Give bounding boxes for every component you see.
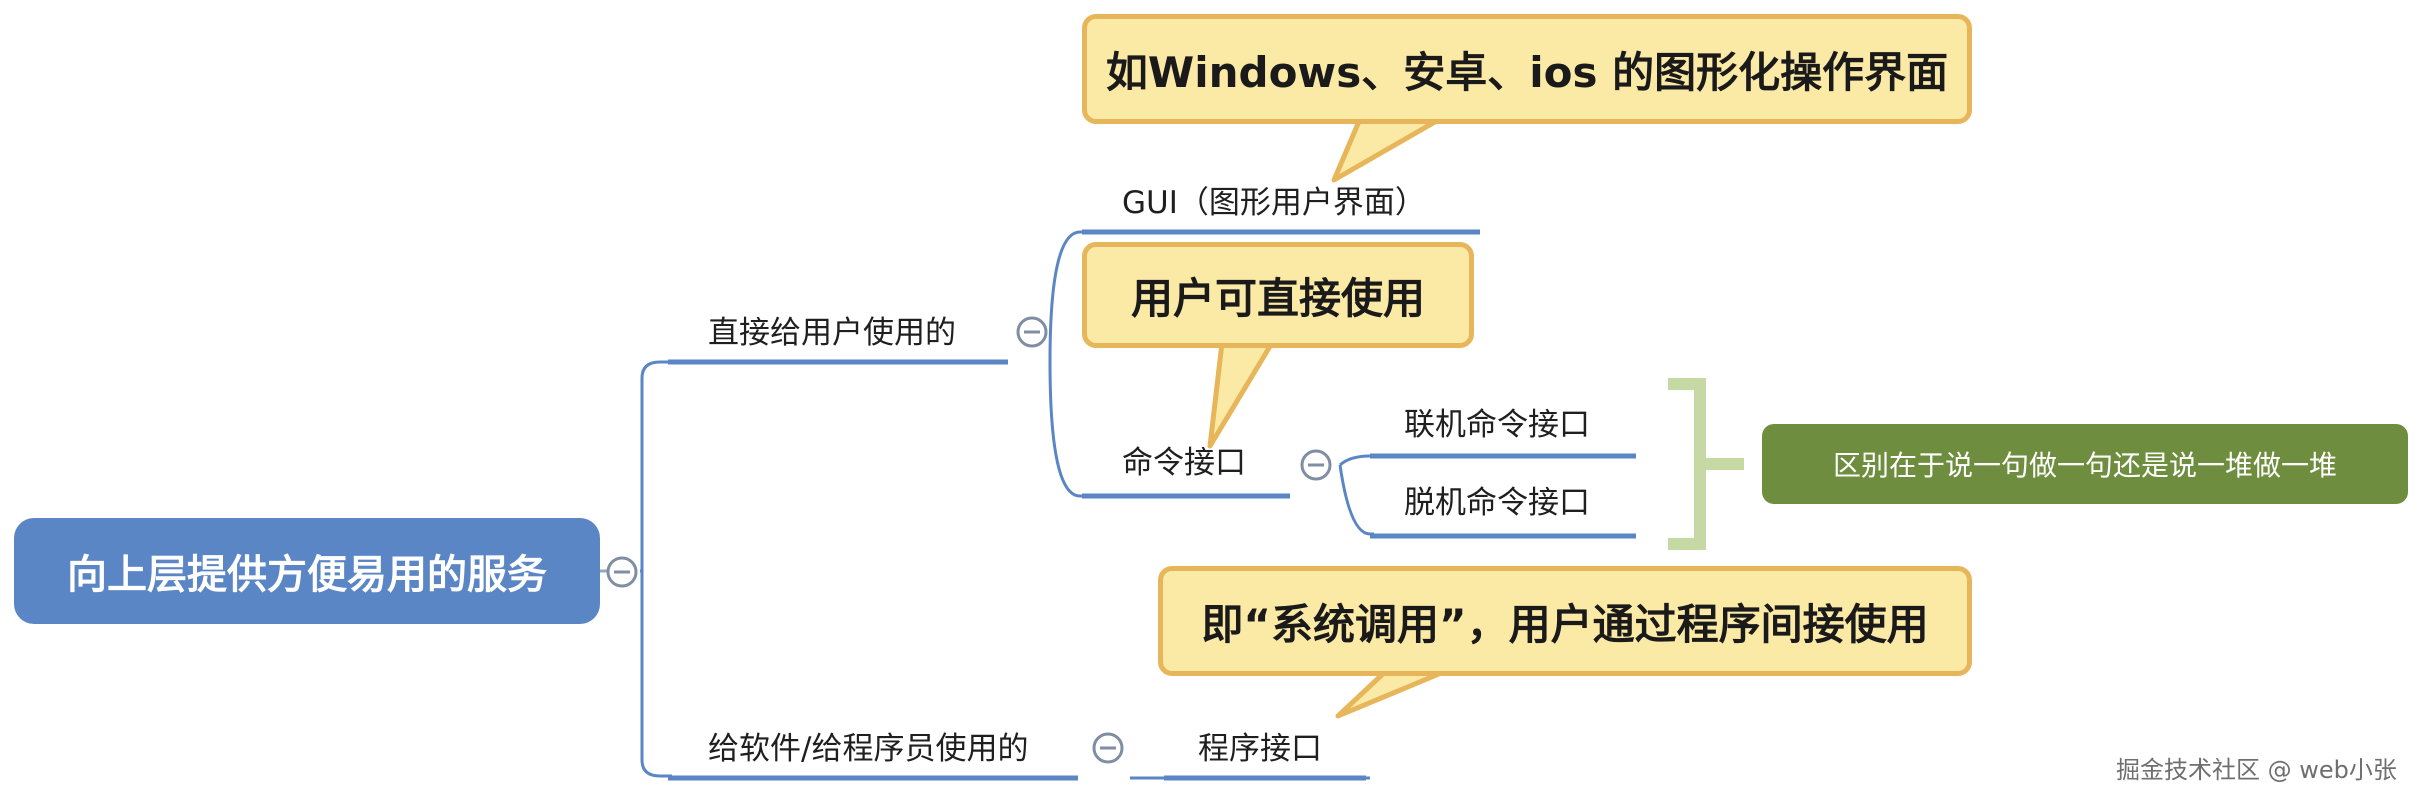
node-label-command[interactable]: 命令接口 (1122, 445, 1246, 481)
collapse-toggle-command[interactable] (1300, 449, 1332, 481)
trunk-connector-lower (640, 571, 672, 778)
callout-gui-text: 如Windows、安卓、ios 的图形化操作界面 (1105, 47, 1949, 97)
callout-pointer-command (1207, 340, 1275, 449)
node-label-online-command[interactable]: 联机命令接口 (1404, 407, 1590, 443)
callout-syscall-text: 即“系统调用”，用户通过程序间接使用 (1201, 599, 1929, 649)
summary-box[interactable]: 区别在于说一句做一句还是说一堆做一堆 (1762, 424, 2408, 504)
node-label-offline-command[interactable]: 脱机命令接口 (1404, 485, 1590, 521)
root-node[interactable]: 向上层提供方便易用的服务 (14, 518, 600, 624)
callout-pointer-syscall (1335, 668, 1449, 719)
summary-bracket (1668, 378, 1744, 550)
callout-command-text: 用户可直接使用 (1130, 273, 1425, 323)
node-label-program[interactable]: 程序接口 (1198, 731, 1322, 767)
connector-command-online (1338, 454, 1374, 467)
collapse-toggle-direct[interactable] (1016, 316, 1048, 348)
collapse-toggle-root[interactable] (606, 556, 638, 588)
collapse-toggle-programmer[interactable] (1092, 732, 1124, 764)
callout-gui-note[interactable]: 如Windows、安卓、ios 的图形化操作界面 (1082, 14, 1972, 124)
summary-text: 区别在于说一句做一句还是说一堆做一堆 (1832, 449, 2337, 482)
connector-command-offline (1338, 464, 1374, 536)
callout-pointer-gui (1331, 116, 1443, 183)
branch-label-programmer[interactable]: 给软件/给程序员使用的 (708, 731, 1029, 767)
node-label-gui[interactable]: GUI（图形用户界面） (1122, 185, 1426, 221)
callout-command-note[interactable]: 用户可直接使用 (1082, 242, 1474, 348)
root-label: 向上层提供方便易用的服务 (67, 552, 547, 598)
branch-label-direct-user[interactable]: 直接给用户使用的 (708, 315, 956, 351)
callout-syscall-note[interactable]: 即“系统调用”，用户通过程序间接使用 (1158, 566, 1972, 676)
trunk-connector (640, 360, 672, 573)
connector-direct-command (1048, 361, 1086, 498)
connector-direct-gui (1048, 230, 1086, 363)
watermark: 掘金技术社区 @ web小张 (2116, 756, 2397, 784)
